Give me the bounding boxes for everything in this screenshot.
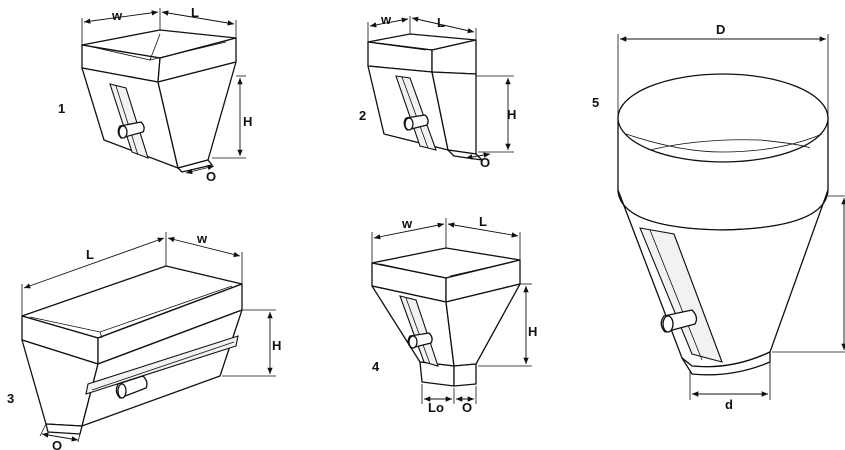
hopper-figure-3 [21, 232, 276, 443]
figure-1-label-l: L [191, 5, 199, 20]
figure-3-label-o: O [52, 438, 62, 450]
hopper-figure-2 [367, 16, 514, 161]
figure-5-label-d-upper: D [716, 22, 725, 37]
figure-2-number: 2 [359, 108, 366, 123]
figure-4-label-w: w [401, 216, 413, 231]
hopper-5-top-opening [617, 73, 829, 163]
figure-1-label-o: O [206, 169, 216, 184]
figure-3-label-l: L [86, 247, 94, 262]
figure-4-label-h: H [528, 324, 537, 339]
hopper-figure-4 [371, 218, 532, 404]
figure-4-label-o: O [462, 400, 472, 415]
hopper-figure-1 [81, 8, 246, 175]
hopper-5-outlet [681, 351, 771, 376]
figure-4-label-l: L [479, 214, 487, 229]
figure-1-label-w: w [111, 8, 123, 23]
figure-3-number: 3 [7, 391, 14, 406]
figure-2-label-o: O [480, 155, 490, 170]
figure-4-label-lo: Lo [428, 400, 444, 415]
hopper-figure-5 [617, 34, 845, 400]
figure-2-label-w: w [380, 12, 392, 27]
figure-5-label-d-lower: d [725, 397, 733, 412]
figure-3-label-h: H [272, 338, 281, 353]
figure-4-number: 4 [372, 359, 380, 374]
figure-3-label-w: w [196, 231, 208, 246]
figure-5-number: 5 [592, 95, 599, 110]
figure-1-label-h: H [243, 114, 252, 129]
figure-1-number: 1 [58, 101, 65, 116]
figure-2-label-h: H [507, 107, 516, 122]
figure-2-label-l: L [437, 15, 445, 30]
